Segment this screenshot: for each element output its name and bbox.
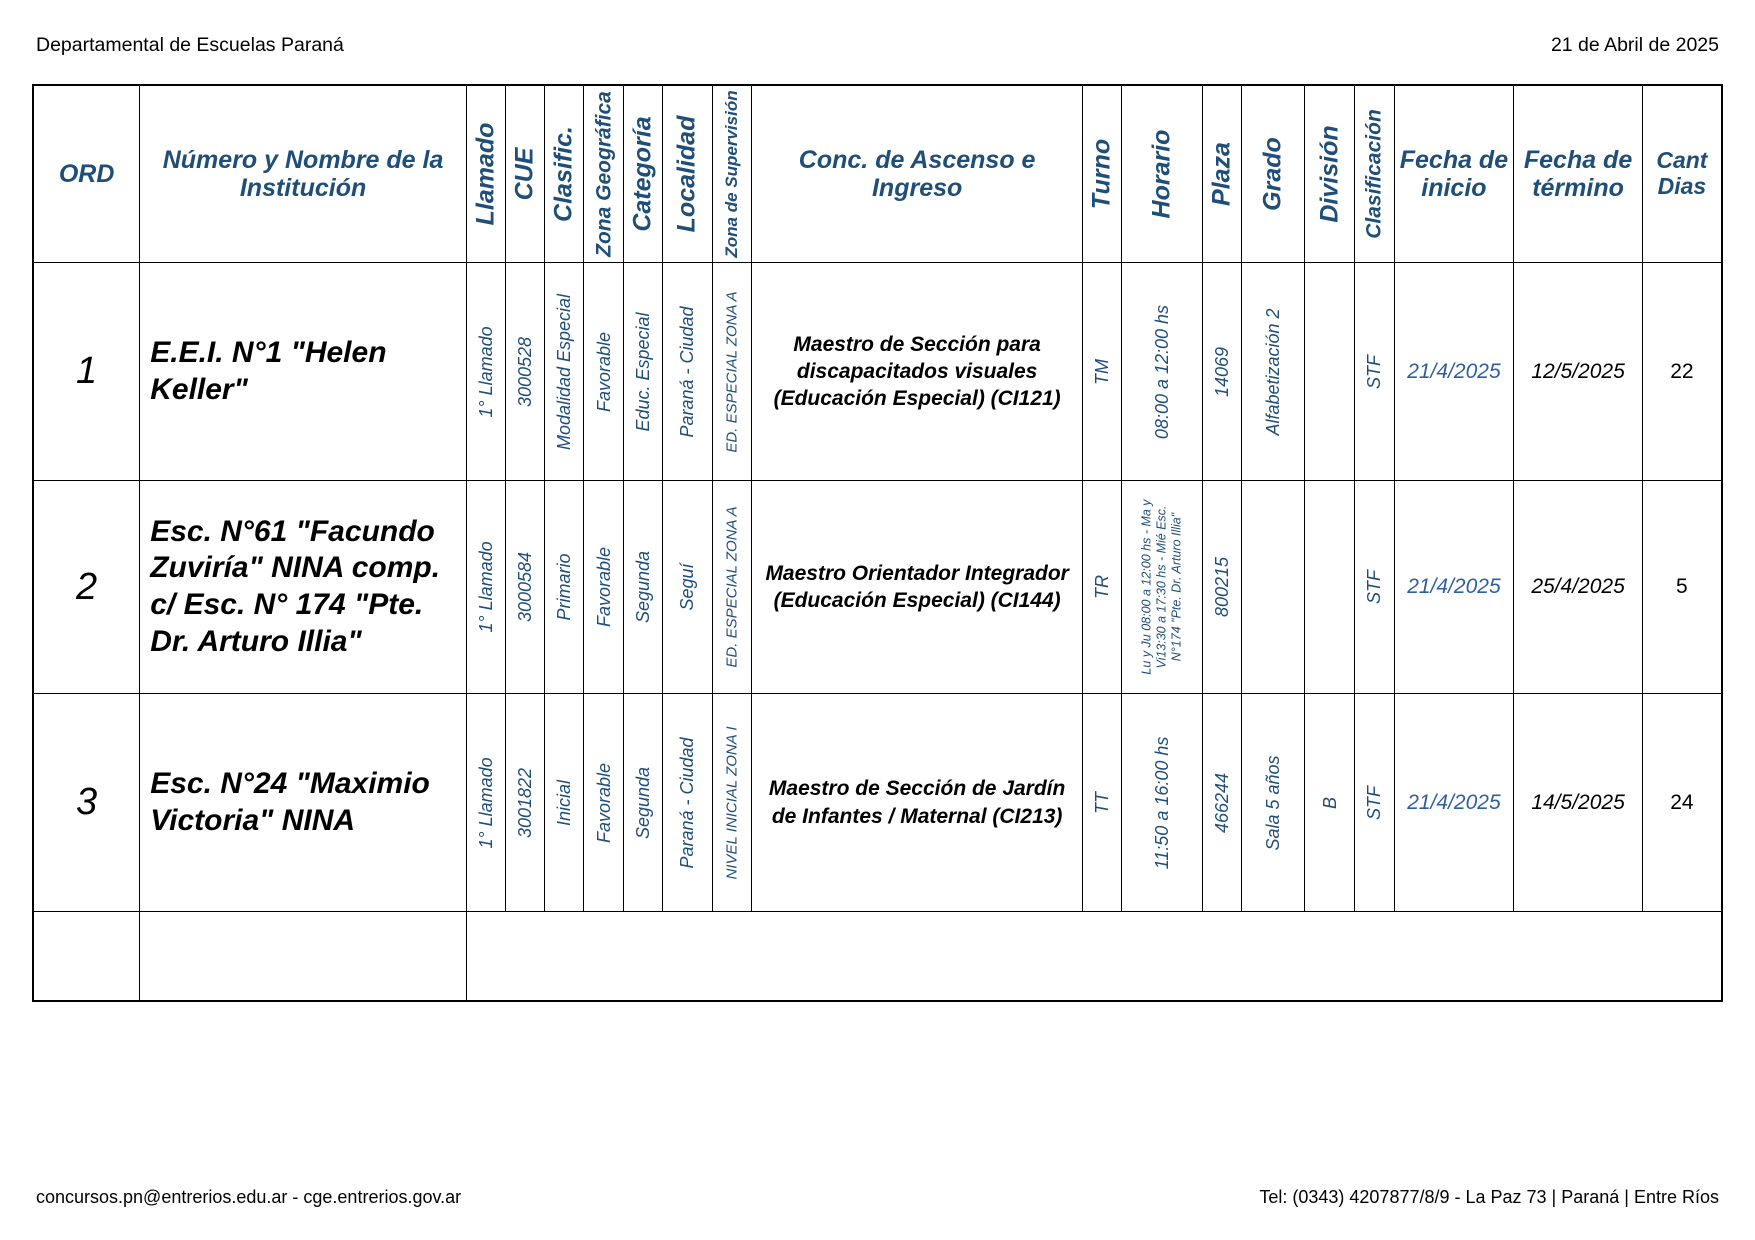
- cell-division: [1304, 262, 1356, 481]
- listing-table-container: ORD Número y Nombre de la Institución Ll…: [32, 84, 1723, 1002]
- cell-horario: 11:50 a 16:00 hs: [1121, 693, 1203, 912]
- cell-localidad: Seguí: [661, 480, 713, 694]
- cell-localidad: Paraná - Ciudad: [661, 262, 713, 481]
- column-header-cant-dias: Cant Dias: [1641, 84, 1723, 263]
- cell-institucion: E.E.I. N°1 "Helen Keller": [139, 262, 467, 481]
- page-footer: concursos.pn@entrerios.edu.ar - cge.entr…: [36, 1187, 1719, 1208]
- cell-clasificacion: STF: [1354, 480, 1395, 694]
- footer-contact-email: concursos.pn@entrerios.edu.ar - cge.entr…: [36, 1187, 462, 1207]
- column-header-plaza: Plaza: [1201, 84, 1243, 263]
- department-title: Departamental de Escuelas Paraná: [36, 34, 344, 56]
- column-header-llamado: Llamado: [465, 84, 507, 263]
- cell-llamado: 1° Llamado: [465, 480, 507, 694]
- cell-concurso: Maestro Orientador Integrador (Educación…: [751, 480, 1084, 694]
- column-header-turno: Turno: [1082, 84, 1123, 263]
- column-header-categoria: Categoría: [622, 84, 663, 263]
- cell-fecha-termino: 25/4/2025: [1513, 480, 1643, 694]
- cell-plaza: 14069: [1201, 262, 1243, 481]
- cell-zona-geografica: Favorable: [583, 693, 624, 912]
- document-date: 21 de Abril de 2025: [1550, 34, 1719, 56]
- cell-institucion: Esc. N°61 "Facundo Zuviría" NINA comp. c…: [139, 480, 467, 694]
- cell-cue: 3000528: [505, 262, 546, 481]
- cell-cue: 3001822: [505, 693, 546, 912]
- cell-categoria: Segunda: [622, 480, 663, 694]
- column-header-division: División: [1304, 84, 1356, 263]
- page-header: Departamental de Escuelas Paraná 21 de A…: [36, 34, 1719, 57]
- cell-cant-dias: 22: [1641, 262, 1723, 481]
- cell-division: [1304, 480, 1356, 694]
- cell-fecha-termino: 12/5/2025: [1513, 262, 1643, 481]
- cell-zona-supervision: ED. ESPECIAL ZONA A: [711, 262, 753, 481]
- cell-plaza: 800215: [1201, 480, 1243, 694]
- cell-clasific: Primario: [544, 480, 585, 694]
- column-header-horario: Horario: [1121, 84, 1203, 263]
- cell-turno: TT: [1082, 693, 1123, 912]
- cell-institucion: Esc. N°24 "Maximio Victoria" NINA: [139, 693, 467, 912]
- cell-clasificacion: STF: [1354, 693, 1395, 912]
- cell-turno: TR: [1082, 480, 1123, 694]
- column-header-clasificacion: Clasificación: [1354, 84, 1395, 263]
- table-empty-row: [32, 911, 1722, 1002]
- cell-zona-geografica: Favorable: [583, 480, 624, 694]
- column-header-zona-geografica: Zona Geográfica: [583, 84, 624, 263]
- cell-clasificacion: STF: [1354, 262, 1395, 481]
- column-header-concurso: Conc. de Ascenso e Ingreso: [751, 84, 1084, 263]
- empty-cell: [139, 911, 467, 1002]
- footer-contact-phone: Tel: (0343) 4207877/8/9 - La Paz 73 | Pa…: [1259, 1187, 1719, 1207]
- cell-zona-geografica: Favorable: [583, 262, 624, 481]
- cell-cant-dias: 24: [1641, 693, 1723, 912]
- empty-cell: [32, 911, 141, 1002]
- column-header-localidad: Localidad: [661, 84, 713, 263]
- column-header-zona-supervision: Zona de Supervisión: [711, 84, 753, 263]
- cell-ord: 2: [32, 480, 141, 694]
- column-header-grado: Grado: [1241, 84, 1306, 263]
- column-header-cue: CUE: [505, 84, 546, 263]
- cell-llamado: 1° Llamado: [465, 693, 507, 912]
- cell-zona-supervision: ED. ESPECIAL ZONA A: [711, 480, 753, 694]
- cell-fecha-inicio[interactable]: 21/4/2025: [1393, 262, 1515, 481]
- cell-localidad: Paraná - Ciudad: [661, 693, 713, 912]
- cell-horario: 08:00 a 12:00 hs: [1121, 262, 1203, 481]
- empty-cell: [466, 911, 1722, 1002]
- cell-plaza: 466244: [1201, 693, 1243, 912]
- cell-categoria: Educ. Especial: [622, 262, 663, 481]
- vacancy-listing-table: ORD Número y Nombre de la Institución Ll…: [32, 84, 1723, 1002]
- table-row: 1 E.E.I. N°1 "Helen Keller" 1° Llamado 3…: [32, 262, 1723, 481]
- cell-fecha-termino: 14/5/2025: [1513, 693, 1643, 912]
- cell-turno: TM: [1082, 262, 1123, 481]
- cell-ord: 3: [32, 693, 141, 912]
- cell-cant-dias: 5: [1641, 480, 1723, 694]
- cell-grado: Alfabetización 2: [1241, 262, 1306, 481]
- cell-horario: Lu y Ju 08:00 a 12:00 hs - Ma y Vi13:30 …: [1121, 480, 1203, 694]
- cell-grado: [1241, 480, 1306, 694]
- table-row: 3 Esc. N°24 "Maximio Victoria" NINA 1° L…: [32, 693, 1723, 912]
- cell-clasific: Inicial: [544, 693, 585, 912]
- cell-cue: 3000584: [505, 480, 546, 694]
- cell-fecha-inicio[interactable]: 21/4/2025: [1393, 693, 1515, 912]
- cell-fecha-inicio[interactable]: 21/4/2025: [1393, 480, 1515, 694]
- column-header-institucion: Número y Nombre de la Institución: [139, 84, 467, 263]
- cell-zona-supervision: NIVEL INICIAL ZONA I: [711, 693, 753, 912]
- cell-llamado: 1° Llamado: [465, 262, 507, 481]
- column-header-clasific: Clasific.: [544, 84, 585, 263]
- cell-clasific: Modalidad Especial: [544, 262, 585, 481]
- table-body: 1 E.E.I. N°1 "Helen Keller" 1° Llamado 3…: [32, 262, 1723, 1002]
- cell-ord: 1: [32, 262, 141, 481]
- table-header-row: ORD Número y Nombre de la Institución Ll…: [32, 84, 1723, 263]
- cell-grado: Sala 5 años: [1241, 693, 1306, 912]
- cell-division: B: [1304, 693, 1356, 912]
- column-header-fecha-termino: Fecha de término: [1513, 84, 1643, 263]
- cell-concurso: Maestro de Sección de Jardín de Infantes…: [751, 693, 1084, 912]
- column-header-ord: ORD: [32, 84, 141, 263]
- cell-concurso: Maestro de Sección para discapacitados v…: [751, 262, 1084, 481]
- cell-categoria: Segunda: [622, 693, 663, 912]
- column-header-fecha-inicio: Fecha de inicio: [1393, 84, 1515, 263]
- table-row: 2 Esc. N°61 "Facundo Zuviría" NINA comp.…: [32, 480, 1723, 694]
